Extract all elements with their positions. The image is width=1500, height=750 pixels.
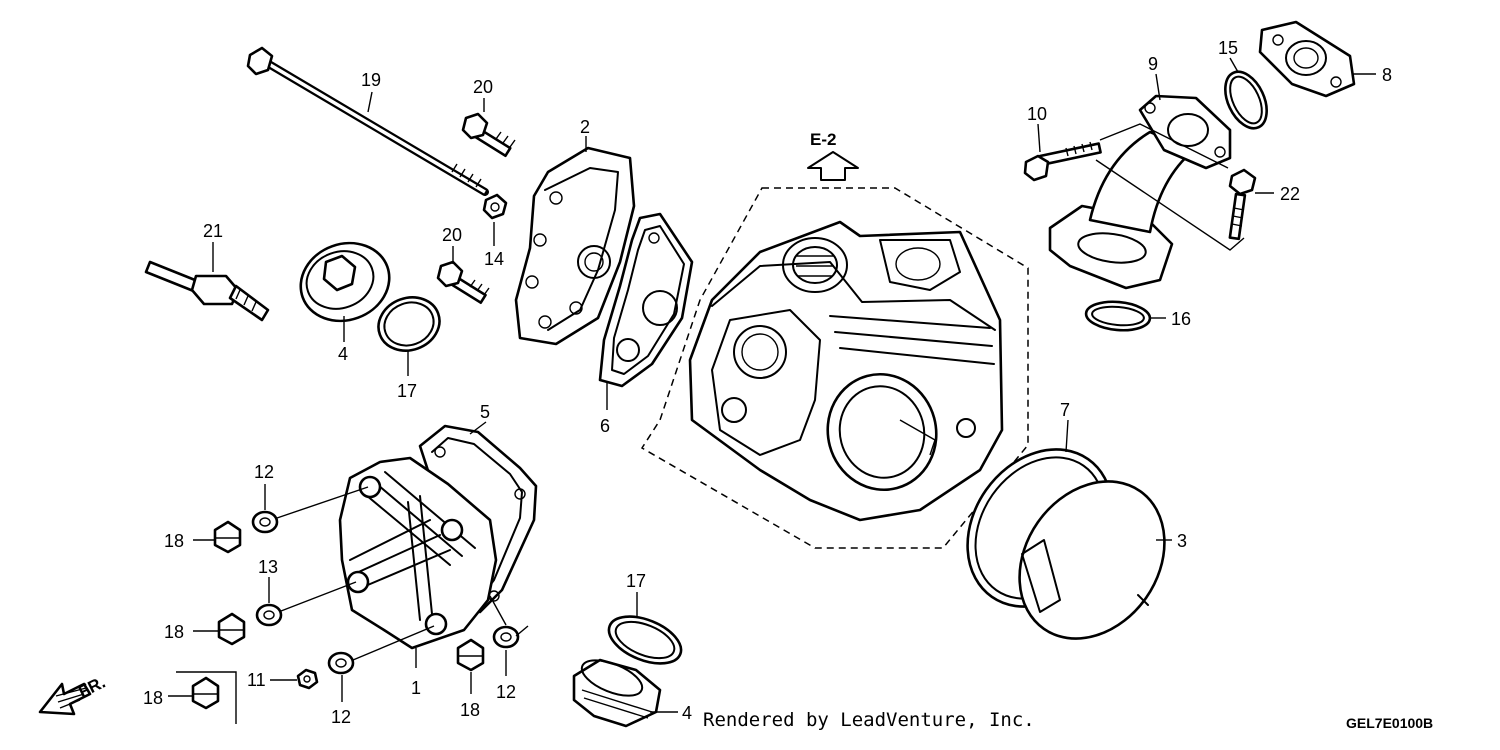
part-21-spark-plug[interactable] [144, 260, 270, 322]
part-15-o-ring[interactable] [1217, 65, 1275, 135]
part-12-washer-b[interactable] [327, 651, 355, 675]
part-18-cap-nut-b[interactable] [217, 612, 246, 646]
part-17-o-ring-upper[interactable] [371, 289, 447, 359]
callout-12-b: 12 [331, 707, 351, 727]
front-direction-indicator: FR. [38, 673, 108, 716]
callout-18-b: 18 [164, 622, 184, 642]
part-12-washer-c[interactable] [492, 625, 520, 649]
callout-labels: 19 20 20 14 21 2 6 4 17 5 12 18 13 18 11… [143, 38, 1392, 727]
diagram-code: GEL7E0100B [1346, 715, 1434, 731]
callout-20-upper: 20 [473, 77, 493, 97]
callout-17-lower: 17 [626, 571, 646, 591]
callout-6: 6 [600, 416, 610, 436]
part-16-o-ring[interactable] [1084, 299, 1152, 332]
callout-13: 13 [258, 557, 278, 577]
callout-22: 22 [1280, 184, 1300, 204]
callout-15: 15 [1218, 38, 1238, 58]
callout-4-lower: 4 [682, 703, 692, 723]
callout-18-c: 18 [460, 700, 480, 720]
callout-9: 9 [1148, 54, 1158, 74]
part-12-washer-a[interactable] [251, 510, 279, 534]
callout-14: 14 [484, 249, 504, 269]
callout-18-d: 18 [143, 688, 163, 708]
part-20-bolt-upper[interactable] [461, 112, 516, 158]
callout-7: 7 [1060, 400, 1070, 420]
cylinder-head[interactable] [688, 220, 1004, 522]
callout-21: 21 [203, 221, 223, 241]
part-4-plug-upper[interactable] [290, 231, 401, 333]
callout-8: 8 [1382, 65, 1392, 85]
callout-2: 2 [580, 117, 590, 137]
part-20-bolt-lower[interactable] [436, 260, 490, 305]
part-14-nut[interactable] [482, 193, 508, 220]
part-22-bolt[interactable] [1228, 168, 1257, 241]
part-8-insulator[interactable] [1258, 20, 1356, 98]
leader-lines [168, 57, 1376, 713]
callout-10: 10 [1027, 104, 1047, 124]
part-18-cap-nut-a[interactable] [213, 520, 242, 554]
callout-12-c: 12 [496, 682, 516, 702]
part-1-head-cover[interactable] [338, 456, 498, 650]
callout-1: 1 [411, 678, 421, 698]
part-2-cam-plate[interactable] [514, 146, 636, 346]
part-17-o-ring-lower[interactable] [602, 607, 687, 673]
part-11-nut[interactable] [296, 668, 319, 690]
part-4-plug-lower[interactable] [572, 653, 662, 728]
callout-4-upper: 4 [338, 344, 348, 364]
part-19-stud-bolt[interactable] [246, 46, 489, 196]
callout-5: 5 [480, 402, 490, 422]
part-10-bolt[interactable] [1023, 141, 1102, 182]
reference-e2-label: E-2 [810, 130, 836, 149]
callout-17-upper: 17 [397, 381, 417, 401]
callout-3: 3 [1177, 531, 1187, 551]
callout-19: 19 [361, 70, 381, 90]
part-18-cap-nut-d[interactable] [191, 676, 220, 710]
reference-e2[interactable]: E-2 [807, 130, 859, 181]
part-13-washer[interactable] [255, 603, 283, 627]
group-bracket [176, 671, 237, 724]
part-18-cap-nut-c[interactable] [456, 638, 485, 672]
up-arrow-icon [807, 151, 859, 181]
part-3-side-cover[interactable] [990, 453, 1194, 666]
callout-20-lower: 20 [442, 225, 462, 245]
assembly-boundary [640, 187, 1029, 549]
callout-16: 16 [1171, 309, 1191, 329]
callout-18-a: 18 [164, 531, 184, 551]
credit-text: Rendered by LeadVenture, Inc. [703, 709, 1035, 731]
part-9-intake-pipe[interactable] [1048, 94, 1232, 290]
callout-11: 11 [247, 670, 266, 690]
callout-12-a: 12 [254, 462, 274, 482]
part-6-gasket[interactable] [598, 212, 694, 388]
